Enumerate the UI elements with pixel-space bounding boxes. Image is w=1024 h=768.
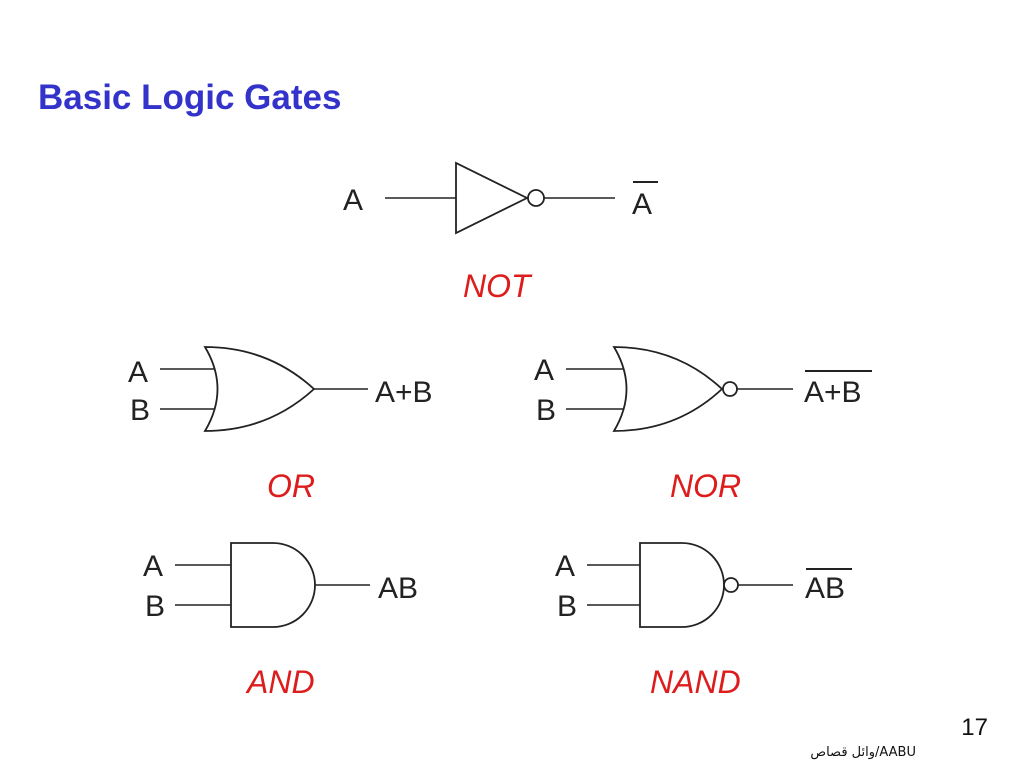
nand-gate-group: A B AB NAND — [555, 542, 852, 700]
nand-gate-name: NAND — [650, 664, 741, 700]
nand-gate-symbol — [639, 542, 725, 628]
or-input-a-label: A — [128, 356, 148, 389]
and-input-a-label: A — [143, 550, 163, 583]
not-inversion-bubble — [527, 189, 545, 207]
and-gate-symbol — [230, 542, 316, 628]
nor-gate-name: NOR — [670, 468, 741, 504]
nor-inversion-bubble — [722, 381, 738, 397]
nand-input-a-label: A — [555, 550, 575, 583]
nor-input-b-label: B — [536, 394, 556, 427]
nand-input-b-label: B — [557, 590, 577, 623]
and-input-b-label: B — [145, 590, 165, 623]
or-input-b-label: B — [130, 394, 150, 427]
or-output-label: A+B — [375, 376, 433, 409]
not-output-label: A — [632, 188, 652, 221]
nor-gate-symbol — [612, 346, 724, 432]
not-gate-symbol — [455, 161, 530, 235]
nand-inversion-bubble — [723, 577, 739, 593]
nor-output-label: A+B — [804, 376, 862, 409]
page-number: 17 — [961, 714, 988, 741]
or-gate-name: OR — [267, 468, 315, 504]
not-input-a-label: A — [343, 184, 363, 217]
and-gate-name: AND — [245, 664, 315, 700]
not-gate-name: NOT — [463, 268, 533, 304]
not-gate-group: A A NOT — [343, 161, 658, 304]
nor-gate-group: A B A+B NOR — [534, 346, 872, 504]
and-output-label: AB — [378, 572, 418, 605]
or-gate-group: A B A+B OR — [128, 346, 433, 504]
or-gate-symbol — [203, 346, 316, 432]
nor-input-a-label: A — [534, 354, 554, 387]
slide-title: Basic Logic Gates — [38, 78, 342, 117]
nand-output-label: AB — [805, 572, 845, 605]
and-gate-group: A B AB AND — [143, 542, 418, 700]
footer-credit: وائل قصاص/AABU — [810, 745, 916, 760]
